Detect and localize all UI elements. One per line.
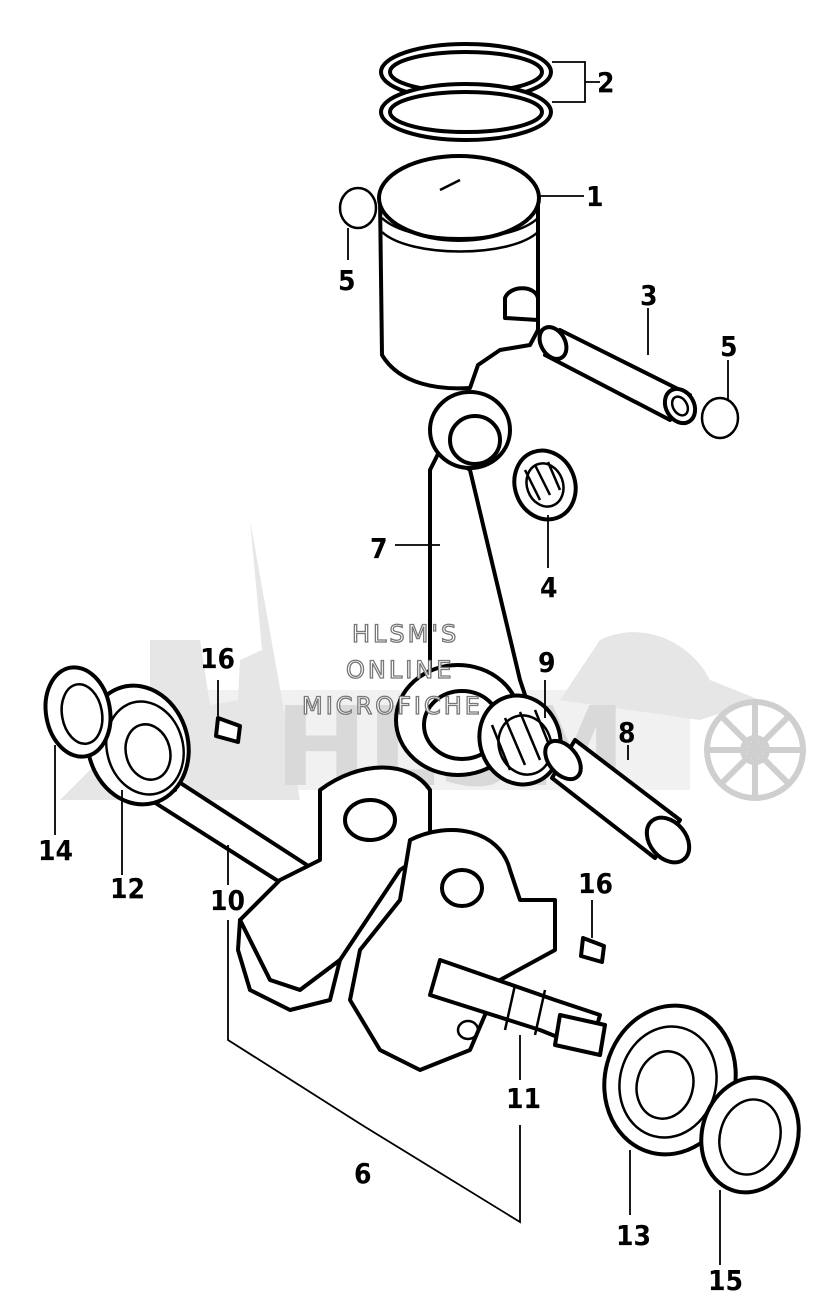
- callout-13: 13: [616, 1219, 651, 1252]
- watermark-line-2: ONLINE: [346, 656, 454, 684]
- callout-16-left: 16: [200, 642, 235, 675]
- callout-16-right: 16: [578, 867, 613, 900]
- bearing-right: [602, 1003, 738, 1157]
- callout-7: 7: [370, 532, 388, 565]
- connecting-rod: [394, 390, 542, 777]
- piston-pin: [537, 325, 698, 426]
- callout-15: 15: [708, 1264, 743, 1297]
- callout-labels: 2 1 5 3 5 7 4 16 9 8 14 12 10 16 11 6 13…: [38, 66, 743, 1297]
- big-end-bearing: [477, 693, 563, 787]
- bearing-left: [85, 683, 191, 807]
- crankshaft-right: [348, 828, 607, 1072]
- circlip-left: [338, 186, 378, 230]
- callout-2: 2: [597, 66, 615, 99]
- callout-11: 11: [506, 1082, 541, 1115]
- callout-8: 8: [618, 716, 636, 749]
- piston-rings: [379, 42, 553, 142]
- callout-10: 10: [210, 884, 245, 917]
- callout-5-right: 5: [720, 330, 738, 363]
- callout-4: 4: [540, 571, 558, 604]
- watermark-line-1: HLSM'S: [352, 620, 459, 648]
- callout-6: 6: [354, 1157, 372, 1190]
- callout-3: 3: [640, 279, 658, 312]
- callout-12: 12: [110, 872, 145, 905]
- watermark-text: HLSM'S ONLINE MICROFICHE: [301, 619, 483, 720]
- crank-pin: [543, 738, 692, 865]
- oil-seal-right: [699, 1075, 801, 1195]
- callout-9: 9: [538, 646, 556, 679]
- watermark-line-3: MICROFICHE: [302, 692, 483, 720]
- piston: [377, 154, 541, 391]
- circlip-right: [700, 396, 740, 440]
- leader-lines: [54, 61, 729, 1265]
- small-end-bearing: [512, 448, 578, 522]
- woodruff-key-left: [214, 716, 242, 744]
- callout-14: 14: [38, 834, 73, 867]
- callout-5-left: 5: [338, 264, 356, 297]
- woodruff-key-right: [579, 936, 606, 964]
- oil-seal-left: [43, 665, 113, 759]
- callout-1: 1: [586, 180, 604, 213]
